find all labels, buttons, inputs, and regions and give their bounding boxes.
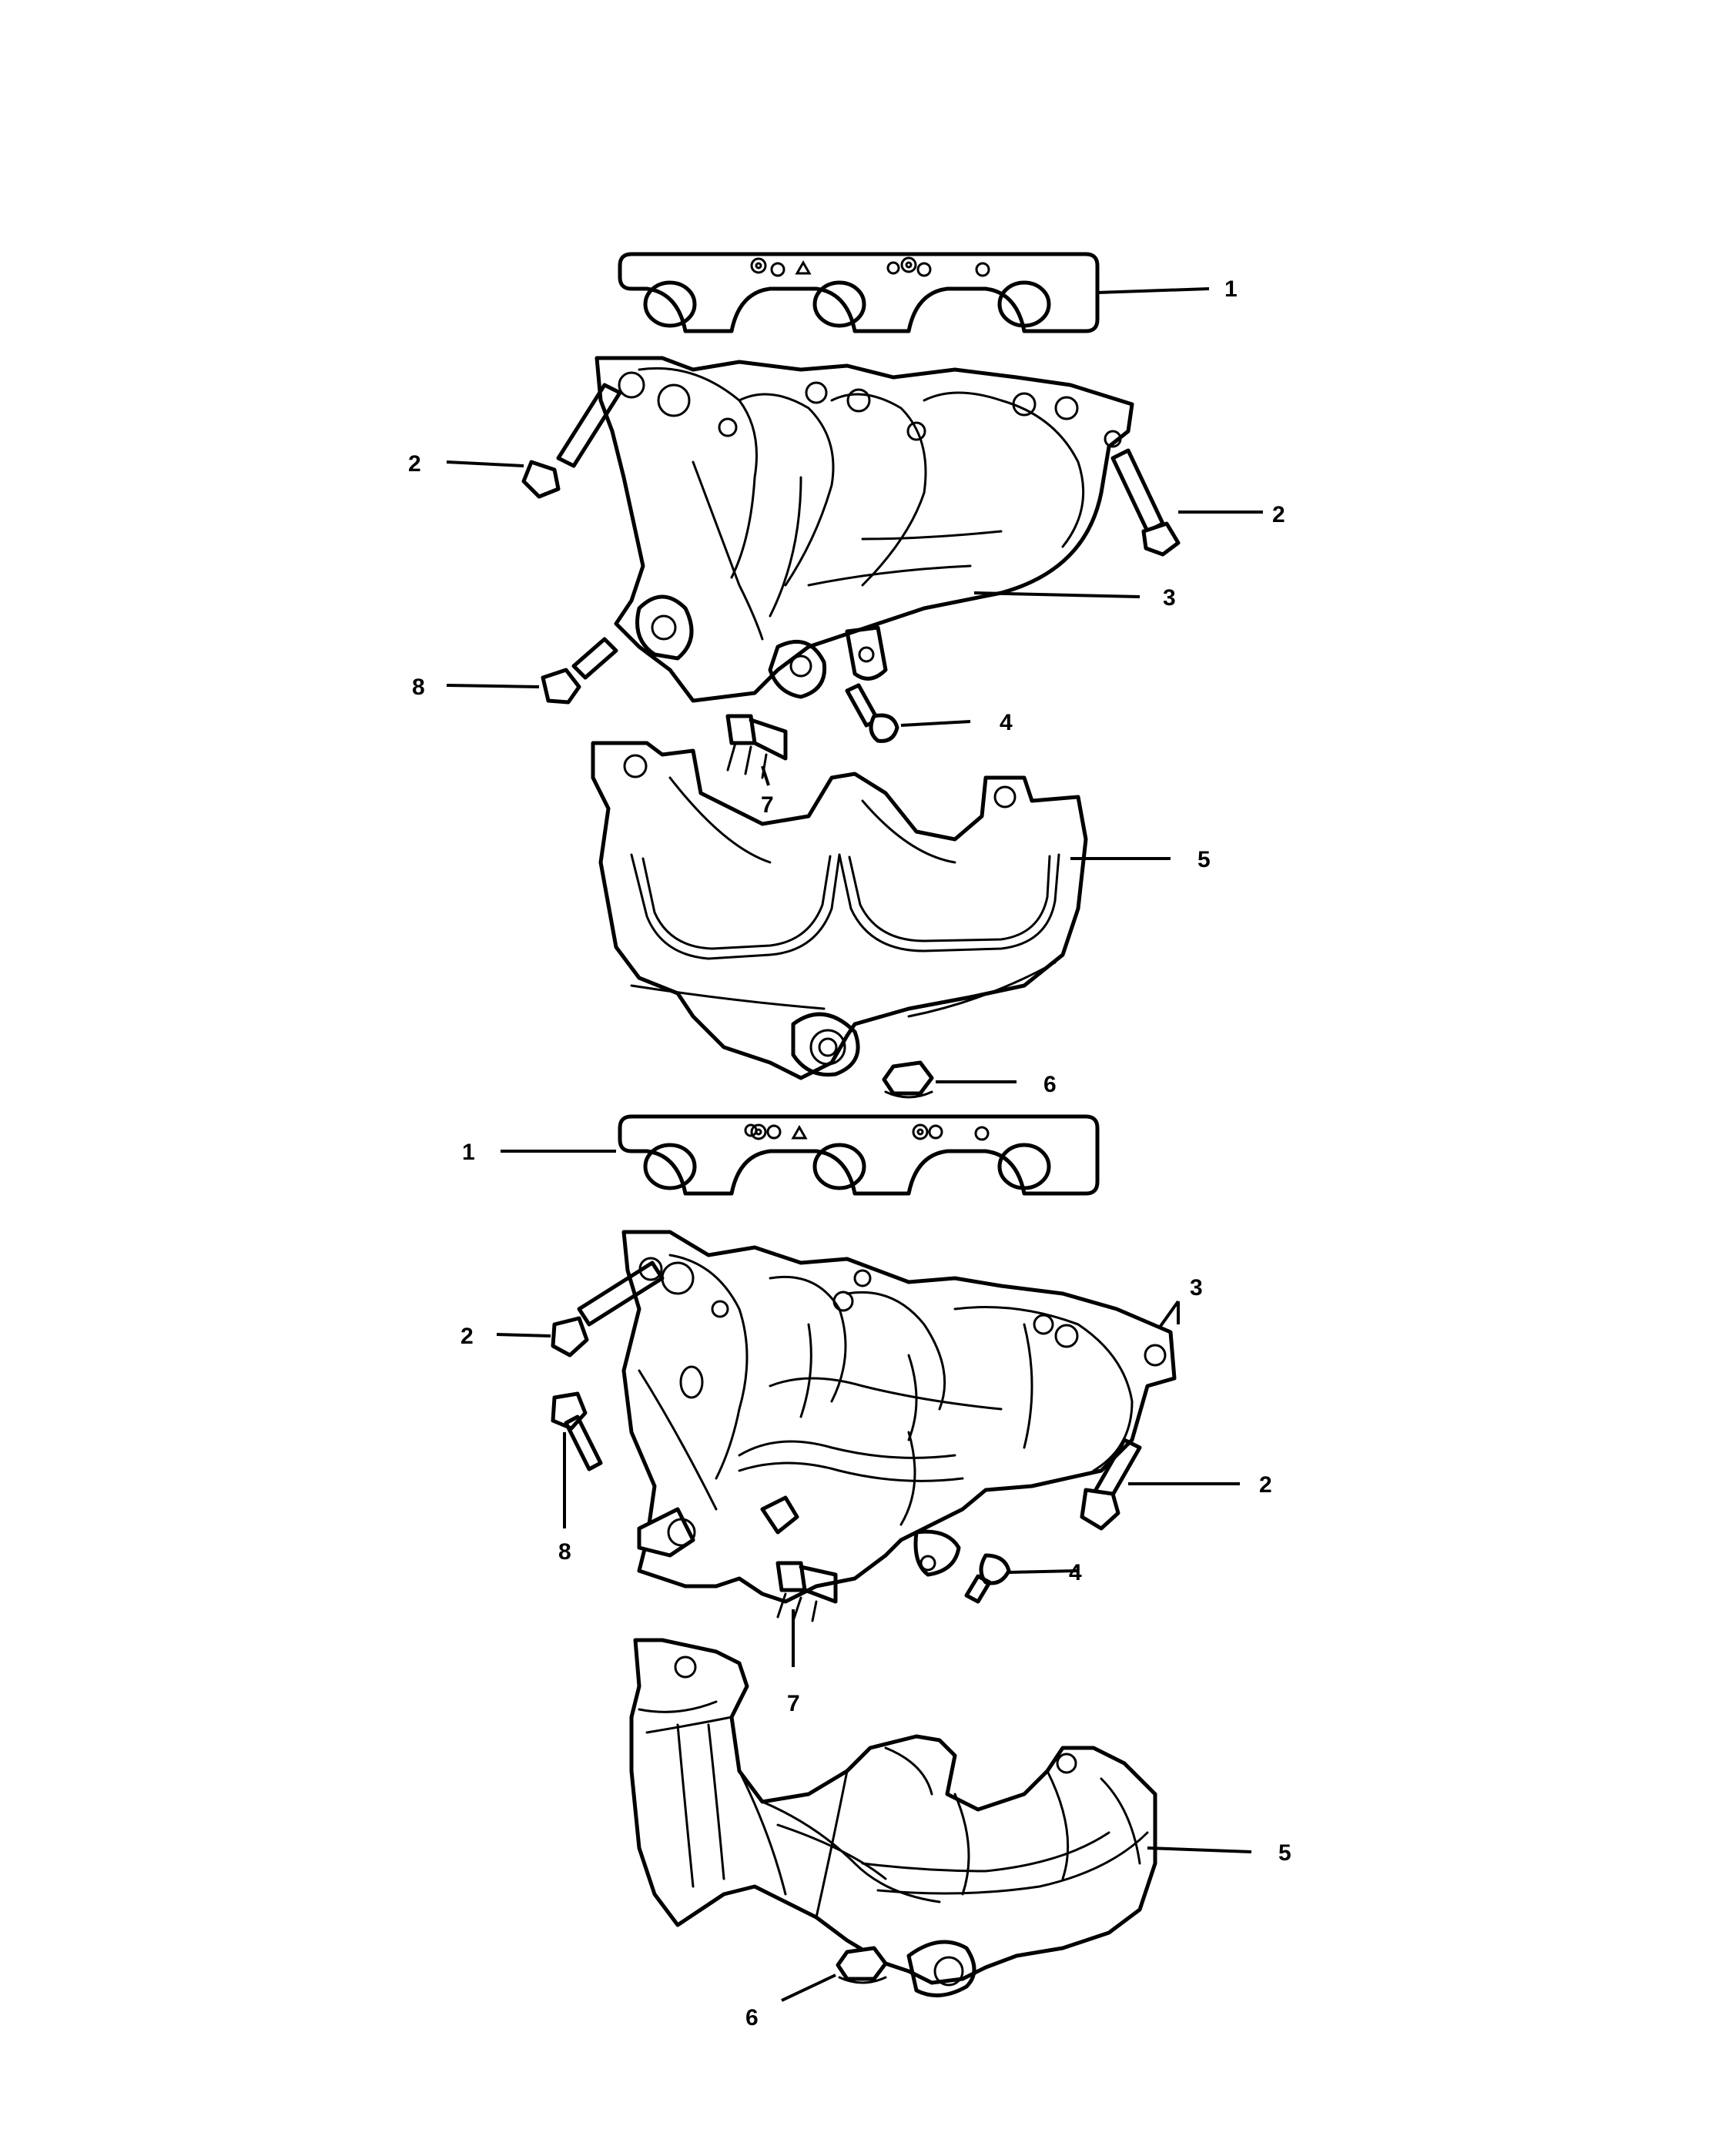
upper-callout-manifold: 3	[1163, 585, 1176, 611]
lower-nut	[836, 1946, 888, 1984]
lower-bolt	[964, 1553, 1011, 1604]
upper-callout-bolt: 4	[1000, 710, 1013, 735]
lower-assembly: 1 2 3 2 8 4 7 5 6	[461, 1114, 1291, 2030]
lower-bracket	[775, 1561, 838, 1622]
upper-callout-bolt-lower: 8	[412, 675, 425, 700]
lower-callout-bracket: 7	[787, 1691, 800, 1716]
upper-stud-left	[521, 383, 622, 499]
upper-callout-gasket: 1	[1224, 276, 1238, 302]
lower-stud-left	[551, 1260, 665, 1358]
lower-stud-right	[1080, 1438, 1142, 1531]
lower-manifold	[621, 1230, 1177, 1604]
upper-nut	[882, 1060, 934, 1099]
upper-bolt-lower	[541, 637, 618, 705]
lower-callout-manifold: 3	[1190, 1275, 1203, 1301]
upper-bracket	[725, 714, 788, 779]
upper-gasket	[618, 252, 1100, 333]
upper-callout-stud-left: 2	[408, 451, 421, 477]
upper-callout-stud-right: 2	[1272, 502, 1285, 527]
lower-callout-stud-left: 2	[461, 1324, 474, 1349]
lower-bolt-lower	[551, 1391, 603, 1471]
lower-heat-shield	[629, 1638, 1157, 1997]
upper-manifold	[595, 356, 1134, 703]
upper-leaders	[446, 287, 1263, 1083]
lower-callout-gasket: 1	[462, 1140, 475, 1165]
lower-leaders	[496, 1150, 1252, 2002]
upper-heat-shield	[591, 741, 1088, 1080]
upper-bolt	[845, 683, 899, 743]
upper-callout-nut: 6	[1043, 1072, 1057, 1097]
lower-callout-stud-right: 2	[1259, 1472, 1272, 1498]
lower-callout-bolt-lower: 8	[558, 1539, 571, 1565]
lower-callout-nut: 6	[745, 2005, 759, 2030]
lower-callout-heat-shield: 5	[1278, 1840, 1291, 1866]
upper-assembly: 1 2 2 3 8 4 7 5 6	[408, 252, 1285, 1099]
upper-stud-right	[1110, 448, 1181, 557]
lower-gasket	[618, 1114, 1100, 1196]
lower-callout-bolt: 4	[1069, 1560, 1082, 1585]
upper-callout-heat-shield: 5	[1197, 847, 1211, 872]
upper-callout-bracket: 7	[761, 792, 774, 818]
